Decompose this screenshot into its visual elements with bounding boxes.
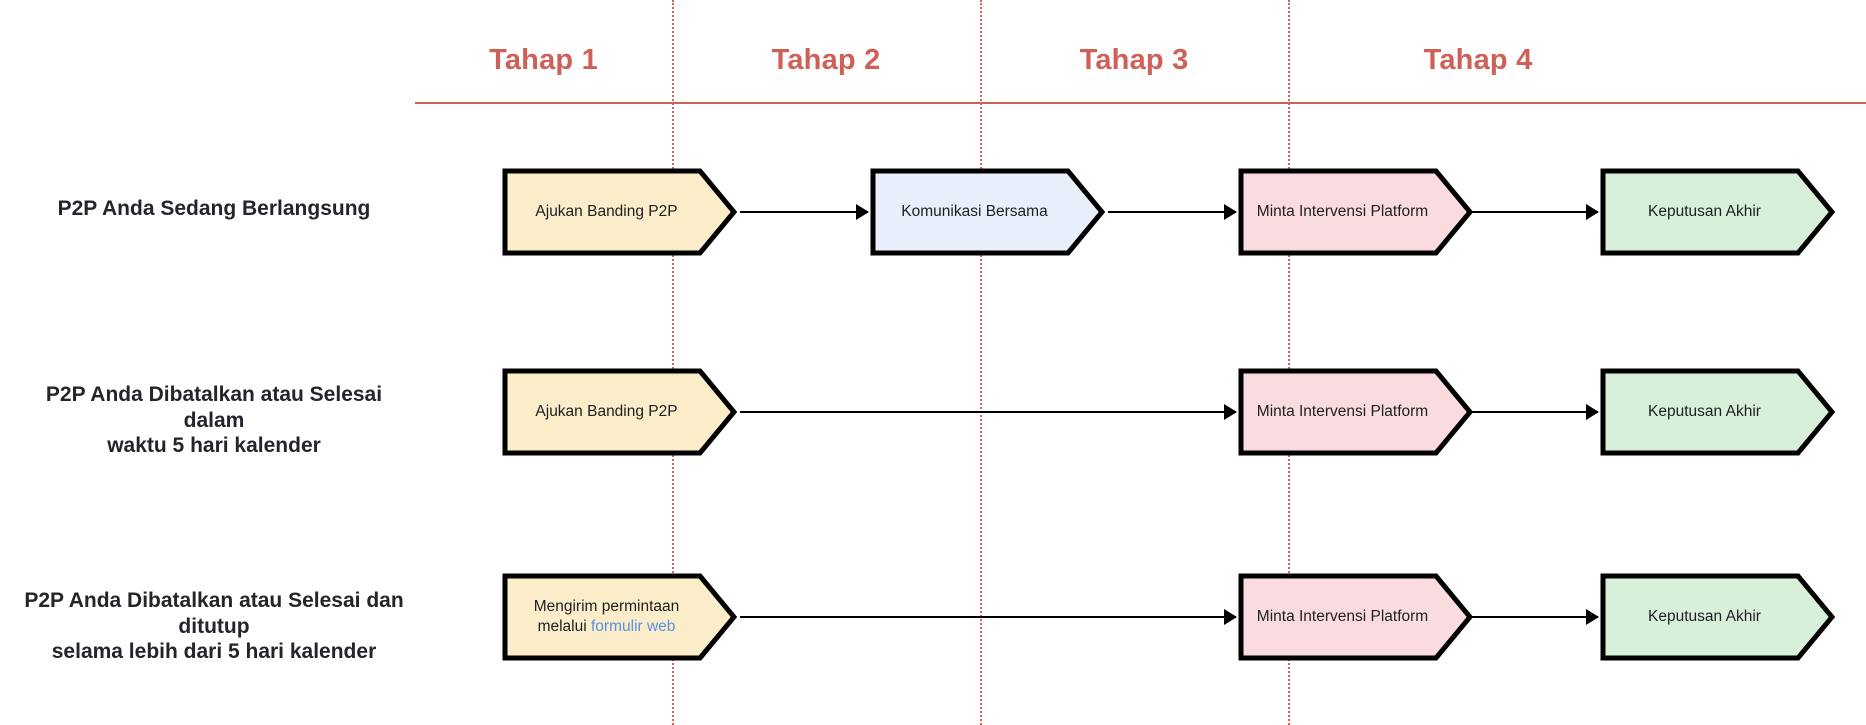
connector-arrow-r3-1 [740, 609, 1237, 625]
column-divider-1 [672, 0, 674, 725]
chevron-shape [1600, 368, 1835, 456]
row-label-line-1: P2P Anda Dibatalkan atau Selesai dalam [45, 383, 383, 432]
step-label: Minta Intervensi Platform [1256, 202, 1429, 220]
step-minta-intervensi-platform-row3[interactable]: Minta Intervensi Platform [1238, 573, 1473, 661]
chevron-shape [1238, 573, 1473, 661]
step-label: Keputusan Akhir [1648, 402, 1761, 420]
formulir-web-link[interactable]: formulir web [591, 618, 676, 635]
step-keputusan-akhir-row1[interactable]: Keputusan Akhir [1600, 168, 1835, 256]
step-label: Ajukan Banding P2P [535, 202, 678, 220]
row-label-cancelled-within-5-days: P2P Anda Dibatalkan atau Selesai dalam w… [24, 382, 404, 459]
connector-arrow-r1-3 [1470, 204, 1599, 220]
chevron-shape [1600, 168, 1835, 256]
step-label: Minta Intervensi Platform [1256, 607, 1429, 625]
connector-arrow-r1-1 [740, 204, 869, 220]
column-header-tahap-1: Tahap 1 [489, 44, 598, 76]
step-label-line-2-prefix: melalui [537, 618, 591, 635]
step-label: Mengirim permintaan melalui formulir web [528, 597, 686, 637]
step-minta-intervensi-platform-row1[interactable]: Minta Intervensi Platform [1238, 168, 1473, 256]
column-header-tahap-4: Tahap 4 [1423, 44, 1533, 76]
step-label: Ajukan Banding P2P [535, 402, 678, 420]
row-label-line-2: waktu 5 hari kalender [107, 434, 321, 458]
step-label-line-1: Mengirim permintaan [533, 597, 680, 615]
row-label-line-1: P2P Anda Dibatalkan atau Selesai dan dit… [24, 589, 404, 638]
column-divider-3 [1288, 0, 1290, 725]
chevron-shape [502, 368, 737, 456]
header-separator-line [415, 102, 1866, 104]
step-keputusan-akhir-row3[interactable]: Keputusan Akhir [1600, 573, 1835, 661]
chevron-shape [502, 168, 737, 256]
connector-arrow-r1-2 [1108, 204, 1237, 220]
chevron-shape [870, 168, 1105, 256]
chevron-shape [502, 573, 737, 661]
chevron-shape [1600, 573, 1835, 661]
step-komunikasi-bersama-row1[interactable]: Komunikasi Bersama [870, 168, 1105, 256]
chevron-shape [1238, 368, 1473, 456]
step-mengirim-permintaan-row3[interactable]: Mengirim permintaan melalui formulir web [502, 573, 737, 661]
connector-arrow-r2-2 [1470, 404, 1599, 420]
connector-arrow-r2-1 [740, 404, 1237, 420]
column-header-tahap-2: Tahap 2 [771, 44, 881, 76]
step-ajukan-banding-p2p-row2[interactable]: Ajukan Banding P2P [502, 368, 737, 456]
step-minta-intervensi-platform-row2[interactable]: Minta Intervensi Platform [1238, 368, 1473, 456]
column-divider-2 [980, 0, 982, 725]
step-label: Keputusan Akhir [1648, 607, 1761, 625]
chevron-shape [1238, 168, 1473, 256]
row-label-line-2: selama lebih dari 5 hari kalender [51, 640, 377, 664]
step-label: Keputusan Akhir [1648, 202, 1761, 220]
row-label-ongoing: P2P Anda Sedang Berlangsung [57, 197, 371, 220]
step-label: Minta Intervensi Platform [1256, 402, 1429, 420]
row-label-cancelled-over-5-days: P2P Anda Dibatalkan atau Selesai dan dit… [4, 588, 424, 665]
step-ajukan-banding-p2p-row1[interactable]: Ajukan Banding P2P [502, 168, 737, 256]
step-keputusan-akhir-row2[interactable]: Keputusan Akhir [1600, 368, 1835, 456]
step-label: Komunikasi Bersama [901, 202, 1048, 220]
connector-arrow-r3-2 [1470, 609, 1599, 625]
column-header-tahap-3: Tahap 3 [1079, 44, 1189, 76]
